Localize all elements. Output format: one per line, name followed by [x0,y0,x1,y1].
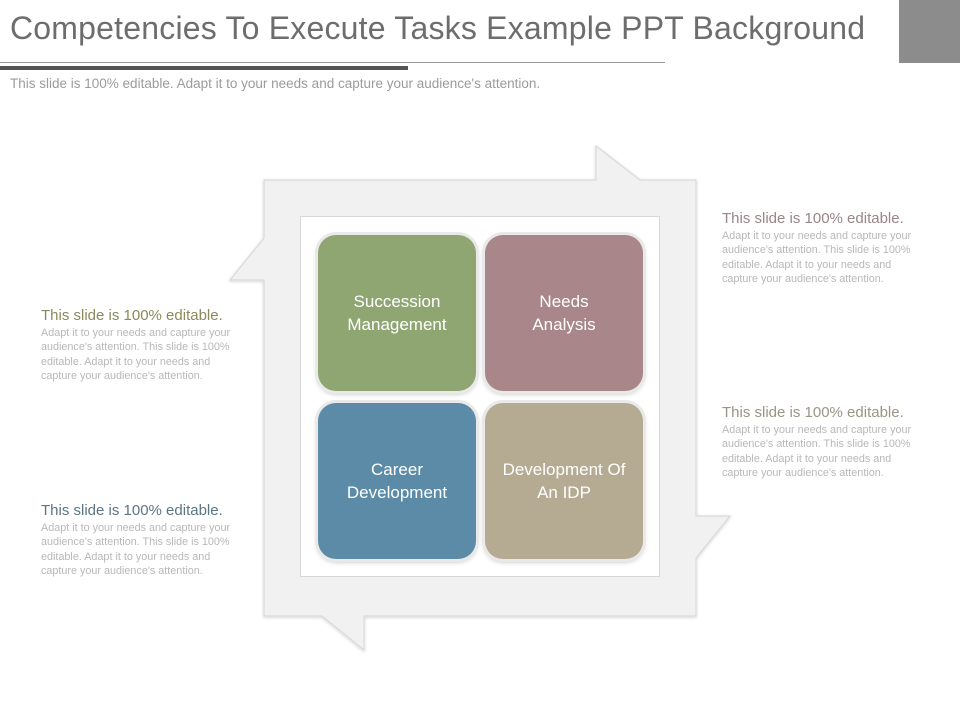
slide-title: Competencies To Execute Tasks Example PP… [10,10,866,46]
tile-succession-management: Succession Management [318,235,476,391]
corner-accent-box [899,0,960,63]
note-heading: This slide is 100% editable. [41,502,223,519]
tile-label: Succession Management [347,292,447,334]
note-right-bottom: This slide is 100% editable. Adapt it to… [722,404,922,481]
tile-development-of-an-idp: Development Of An IDP [485,403,643,559]
note-heading: This slide is 100% editable. [722,404,904,421]
tile-label: Career Development [346,460,448,502]
tile-label: Needs Analysis [532,292,596,334]
note-body: Adapt it to your needs and capture your … [722,424,912,480]
tile-needs-analysis: Needs Analysis [485,235,643,391]
title-rule-thin [0,62,665,63]
note-body: Adapt it to your needs and capture your … [41,522,231,578]
competency-panel: Succession Management Needs Analysis Car… [300,216,660,577]
slide-subtitle: This slide is 100% editable. Adapt it to… [10,76,541,91]
tile-label: Development Of An IDP [502,460,626,502]
tile-career-development: Career Development [318,403,476,559]
note-heading: This slide is 100% editable. [722,210,904,227]
note-heading: This slide is 100% editable. [41,307,223,324]
note-body: Adapt it to your needs and capture your … [722,230,912,286]
note-left-bottom: This slide is 100% editable. Adapt it to… [41,502,241,579]
note-right-top: This slide is 100% editable. Adapt it to… [722,210,922,287]
note-body: Adapt it to your needs and capture your … [41,327,231,383]
note-left-top: This slide is 100% editable. Adapt it to… [41,307,241,384]
title-rule-thick [0,66,408,70]
